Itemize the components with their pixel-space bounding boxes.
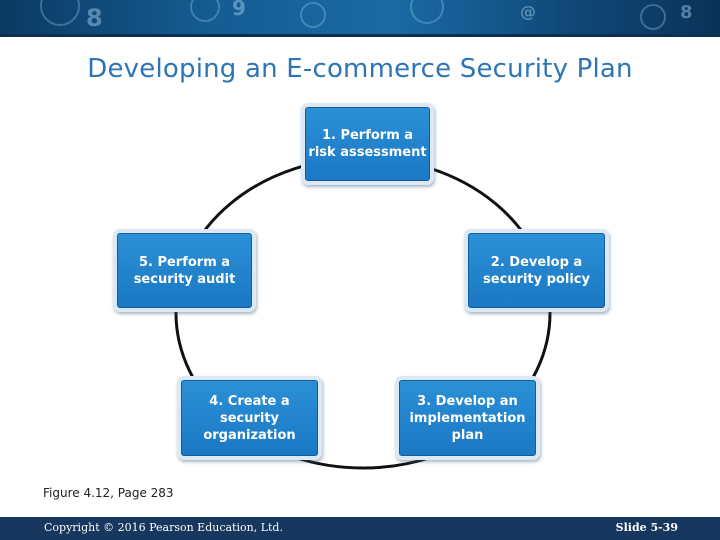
header-rule xyxy=(0,34,720,37)
step-4-box: 4. Create a security organization xyxy=(181,380,318,456)
decorative-circle xyxy=(300,2,326,28)
step-2-box: 2. Develop a security policy xyxy=(468,233,605,308)
security-plan-cycle-diagram: 1. Perform a risk assessment 2. Develop … xyxy=(110,100,610,480)
banner-glyph: @ xyxy=(520,2,536,21)
banner-glyph: 9 xyxy=(232,0,246,20)
step-1-box: 1. Perform a risk assessment xyxy=(305,107,430,181)
banner-glyph: 8 xyxy=(680,2,693,23)
banner-glyph: 8 xyxy=(86,4,103,32)
step-3-box: 3. Develop an implementation plan xyxy=(399,380,536,456)
decorative-circle xyxy=(40,0,80,26)
decorative-circle xyxy=(640,4,666,30)
figure-caption: Figure 4.12, Page 283 xyxy=(43,486,174,500)
slide-number: Slide 5-39 xyxy=(615,521,678,534)
step-5-box: 5. Perform a security audit xyxy=(117,233,252,308)
footer-bar: Copyright © 2016 Pearson Education, Ltd.… xyxy=(0,517,720,540)
header-banner: 8 9 @ 8 xyxy=(0,0,720,34)
slide-title: Developing an E-commerce Security Plan xyxy=(87,54,633,84)
copyright-text: Copyright © 2016 Pearson Education, Ltd. xyxy=(44,521,283,534)
decorative-circle xyxy=(410,0,444,24)
decorative-circle xyxy=(190,0,220,22)
